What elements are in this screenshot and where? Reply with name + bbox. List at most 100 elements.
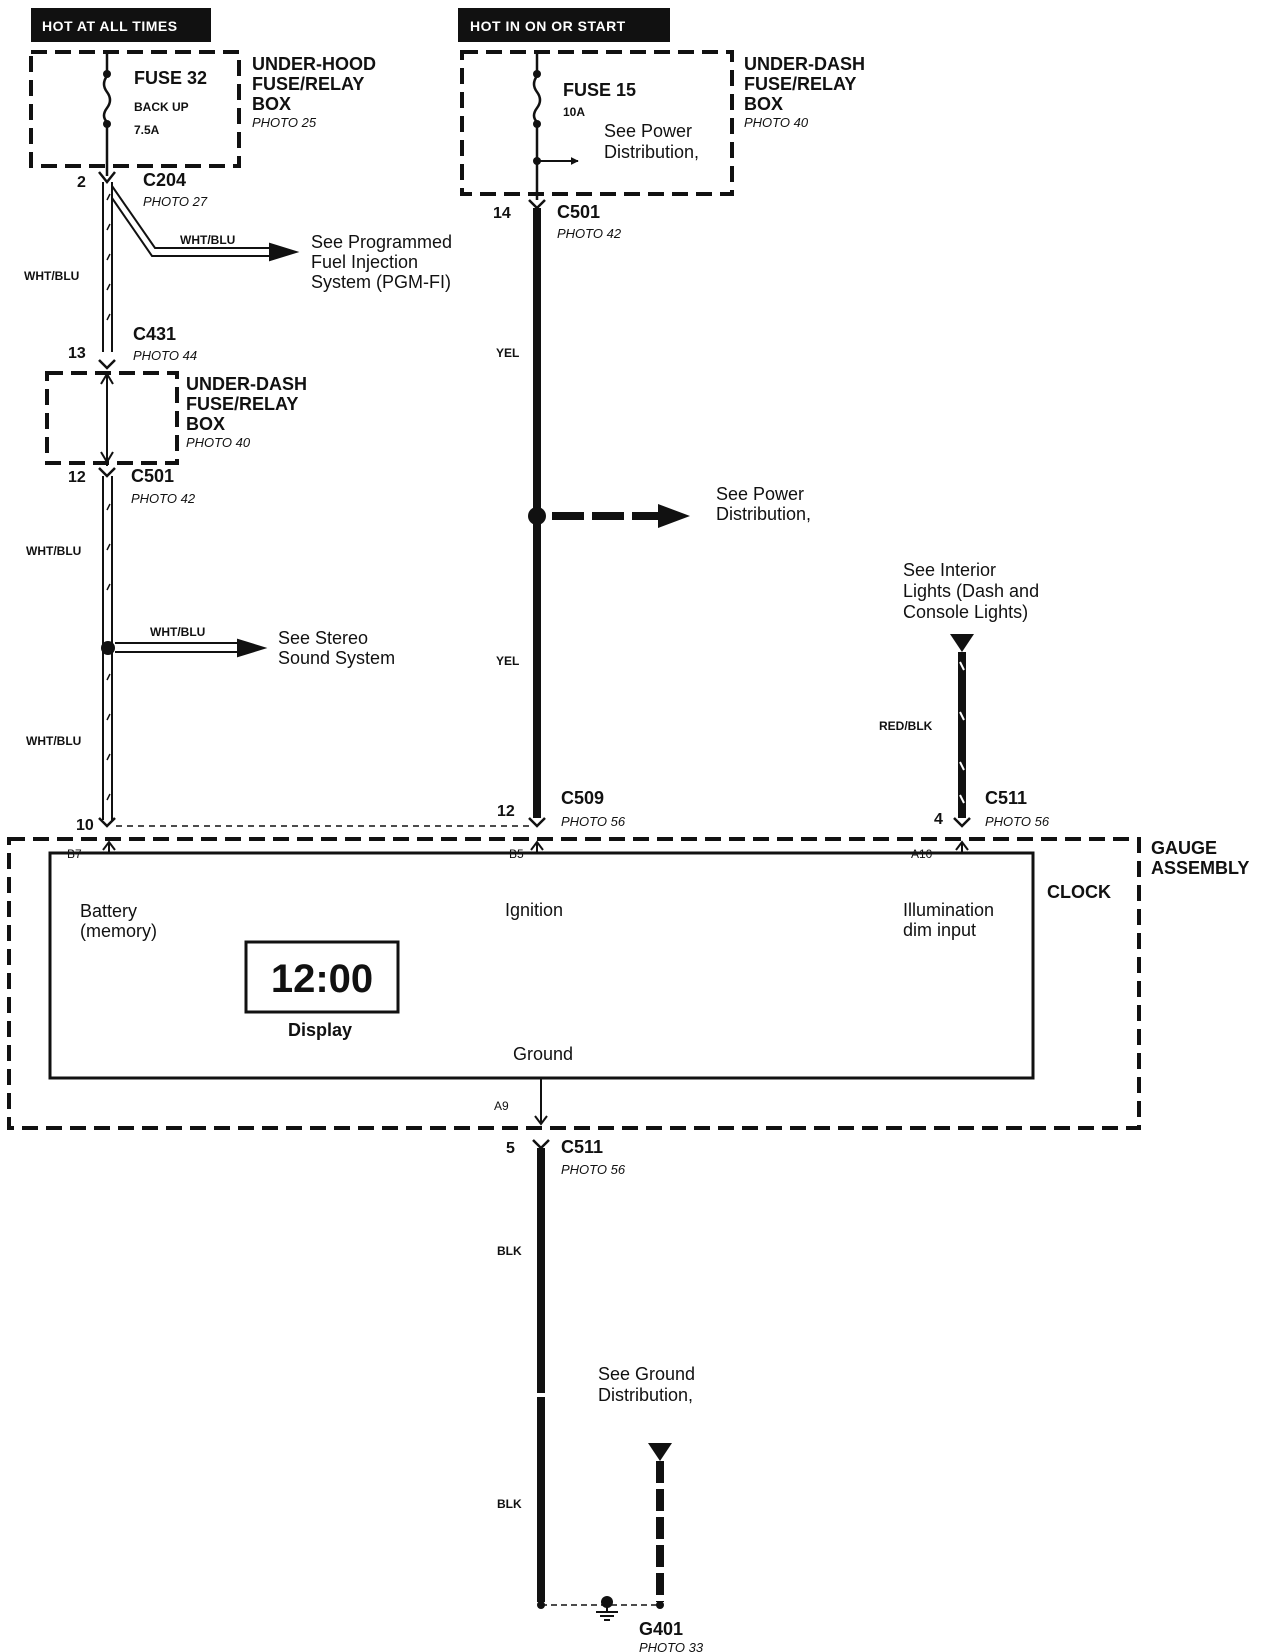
wire-branch-stereo [115,638,268,658]
underhood-fuse-box [29,50,241,168]
underhood-box-name-3: BOX [252,94,291,114]
fuse-15-rating: 10A [563,105,585,119]
ref-interior-3: Console Lights) [903,602,1028,622]
power-dist-arrow [658,504,690,528]
g401-label: G401 [639,1619,683,1639]
ref-interior-1: See Interior [903,560,996,580]
wire-label-wht-blu-1: WHT/BLU [24,269,79,283]
wire-label-yel-2: YEL [496,654,519,668]
c501-left-photo: PHOTO 42 [131,491,196,506]
underdash-mid-name-3: BOX [186,414,225,434]
header-hot-in-on-or-start: HOT IN ON OR START [458,8,670,42]
splice-stereo [101,641,115,655]
c509-label: C509 [561,788,604,808]
ref-stereo-2: Sound System [278,648,395,668]
ref-pgmfi-3: System (PGM-FI) [311,272,451,292]
mid-box-arrow-up [100,372,114,385]
header-hot-at-all-times-label: HOT AT ALL TIMES [42,18,178,34]
ref-power-1: See Power [716,484,804,504]
mid-box-arrow-down [100,451,114,464]
c501-top-pin: 14 [493,205,511,222]
clock-display-label: Display [288,1020,352,1040]
wire-red-blk-stripe [959,661,965,804]
fuse-15-ref-2: Distribution, [604,142,699,162]
splice-power [528,507,546,525]
clock-ignition: Ignition [505,900,563,920]
fuse-32-symbol [102,52,112,176]
c204-label: C204 [143,170,186,190]
c501-left-connector-symbol [98,467,116,478]
c431-photo: PHOTO 44 [133,348,197,363]
ref-ground-2: Distribution, [598,1385,693,1405]
c204-connector-symbol [98,171,116,185]
c511-top-photo: PHOTO 56 [985,814,1050,829]
c511-bottom-label: C511 [561,1137,603,1157]
wire-label-wht-blu-2: WHT/BLU [26,544,81,558]
wire-label-wht-blu-pgmfi: WHT/BLU [180,233,235,247]
ref-ground-1: See Ground [598,1364,695,1384]
fuse-15-label: FUSE 15 [563,80,636,100]
wire-wht-blu-stripe-1 [106,193,111,321]
c511-top-pin: 4 [934,811,943,828]
c511-bottom-connector-symbol [532,1139,550,1150]
c501-top-connector-symbol [528,199,546,210]
c509-photo: PHOTO 56 [561,814,626,829]
c511-bottom-pin: 5 [506,1140,515,1157]
underdash-mid-photo: PHOTO 40 [186,435,251,450]
c511-top-connector-symbol [953,817,971,828]
c501-left-label: C501 [131,466,174,486]
c511-bottom-photo: PHOTO 56 [561,1162,626,1177]
underdash-mid-name-2: FUSE/RELAY [186,394,298,414]
c431-pin: 13 [68,345,86,362]
c431-connector-symbol [98,359,116,370]
ground-pin-arrow [534,1115,548,1126]
ref-pgmfi-2: Fuel Injection [311,252,418,272]
clock-display-time: 12:00 [271,957,373,1001]
wire-wht-blu-segment-1 [102,182,113,352]
pin-10-connector-symbol [98,817,116,828]
clock-ground: Ground [513,1044,573,1064]
wire-wht-blu-stripe-2 [106,503,111,801]
header-hot-in-on-or-start-label: HOT IN ON OR START [470,18,626,34]
underhood-box-name-2: FUSE/RELAY [252,74,364,94]
underdash-mid-name-1: UNDER-DASH [186,374,307,394]
clock-display [244,940,400,1014]
pin-arrows [102,840,969,853]
fuse-32-desc: BACK UP [134,100,189,114]
fuse-32-rating: 7.5A [134,123,160,137]
clock-illum-1: Illumination [903,900,994,920]
underdash-top-photo: PHOTO 40 [744,115,809,130]
wire-branch-pgmfi [111,185,300,262]
underhood-box-photo: PHOTO 25 [252,115,317,130]
interior-lights-connector [950,634,974,652]
ref-stereo-1: See Stereo [278,628,368,648]
clock-label: CLOCK [1047,882,1111,902]
underdash-top-name-2: FUSE/RELAY [744,74,856,94]
clock-illum-2: dim input [903,920,976,940]
gauge-assembly-box [7,837,1141,1130]
c501-left-pin: 12 [68,469,86,486]
clock-battery-1: Battery [80,901,137,921]
wire-label-blk-1: BLK [497,1244,522,1258]
underdash-top-name-3: BOX [744,94,783,114]
underdash-top-name-1: UNDER-DASH [744,54,865,74]
underdash-fuse-box-mid [45,371,179,465]
gauge-assembly-label-2: ASSEMBLY [1151,858,1249,878]
g401-photo: PHOTO 33 [639,1640,704,1652]
wire-label-red-blk: RED/BLK [879,719,933,733]
pin-a9: A9 [494,1099,509,1113]
wire-label-yel-1: YEL [496,346,519,360]
gauge-assembly-label-1: GAUGE [1151,838,1217,858]
c204-pin: 2 [77,174,86,191]
clock-battery-2: (memory) [80,921,157,941]
c204-photo: PHOTO 27 [143,194,208,209]
wire-label-blk-2: BLK [497,1497,522,1511]
c509-pin: 12 [497,803,515,820]
c431-label: C431 [133,324,176,344]
ref-power-2: Distribution, [716,504,811,524]
fuse-15-ref-1: See Power [604,121,692,141]
ref-interior-2: Lights (Dash and [903,581,1039,601]
ground-dist-connector [648,1443,672,1461]
c509-connector-symbol [528,817,546,828]
